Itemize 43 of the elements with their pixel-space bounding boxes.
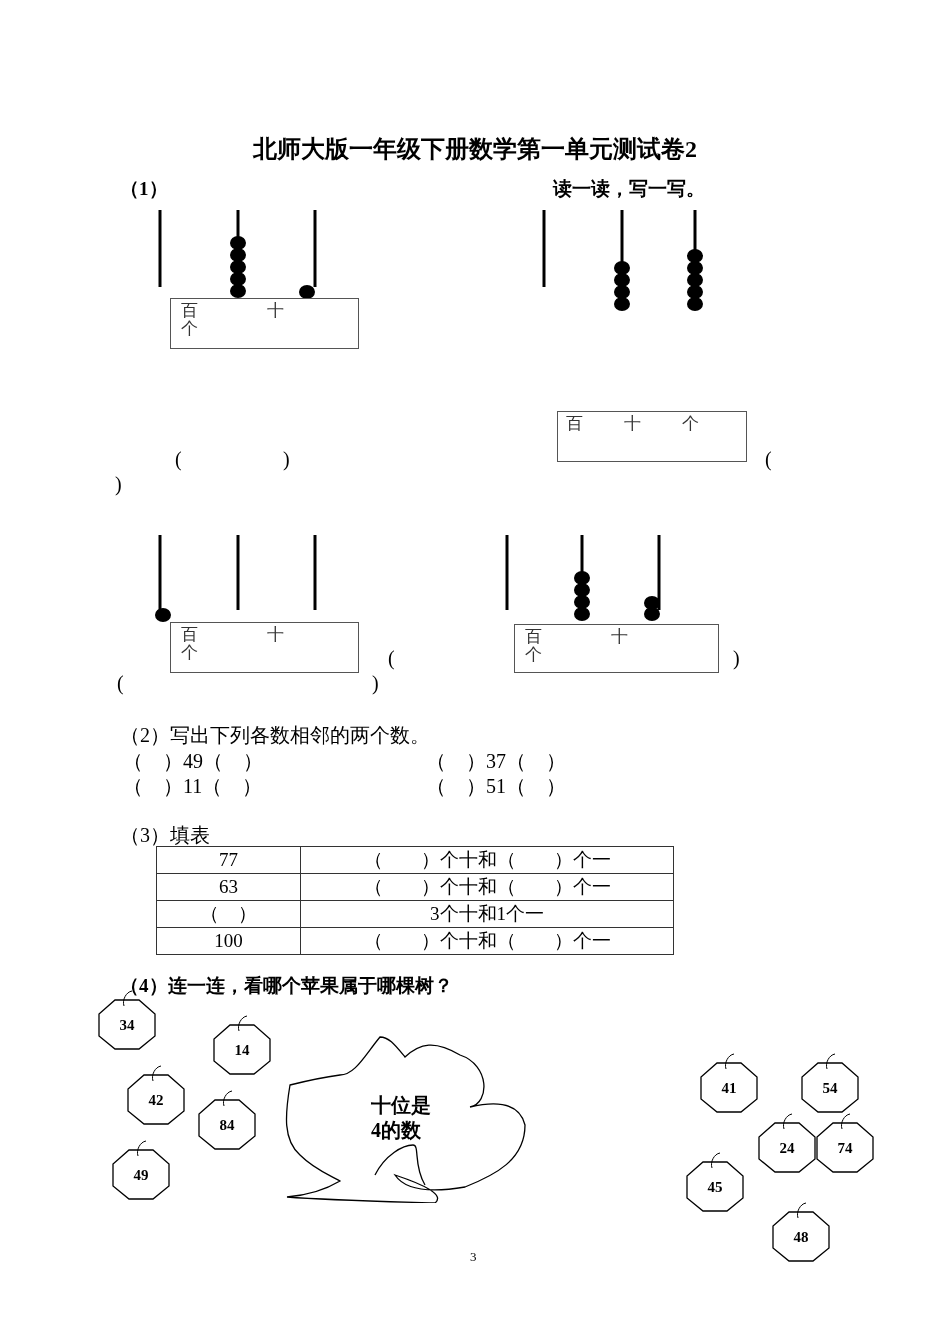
place-value-text: 百 <box>566 413 583 435</box>
place-value-box <box>170 298 359 349</box>
question-text: （2）写出下列各数相邻的两个数。 <box>120 723 430 748</box>
fill-in-line: （ ）51（ ） <box>426 774 566 799</box>
place-value-text: 百 <box>525 626 542 646</box>
table-cell: 77 <box>156 846 301 874</box>
place-value-text: 十 <box>611 626 628 648</box>
fill-in-line: （ ）11（ ） <box>123 774 263 799</box>
place-value-text: 个 <box>181 642 198 664</box>
fill-in-line: （ ）49（ ） <box>123 749 263 774</box>
bracket: ) <box>733 647 740 670</box>
bracket: ( <box>175 448 182 471</box>
place-value-box <box>514 624 719 673</box>
table-cell: 100 <box>156 927 301 955</box>
table-cell: （ ）个十和（ ）个一 <box>300 927 674 955</box>
table-cell: （ ）个十和（ ）个一 <box>300 846 674 874</box>
bracket: ( <box>765 448 772 471</box>
question-text: （3）填表 <box>120 823 210 848</box>
bracket: ) <box>115 473 122 496</box>
place-value-text: 十 <box>267 624 284 646</box>
table-cell: （ ） <box>156 900 301 928</box>
place-value-text: 百 <box>181 300 198 320</box>
place-value-text: 个 <box>525 644 542 666</box>
bracket: ) <box>372 672 379 695</box>
title: 北师大版一年级下册数学第一单元测试卷2 <box>252 135 698 164</box>
table-cell: （ ）个十和（ ）个一 <box>300 873 674 901</box>
page-number: 3 <box>470 1249 477 1265</box>
place-value-text: 个 <box>682 413 699 435</box>
bracket: ( <box>388 647 395 670</box>
place-value-text: 十 <box>624 413 641 435</box>
tree-text: 十位是4的数 <box>371 1093 432 1143</box>
table-cell: 63 <box>156 873 301 901</box>
instruction: 读一读，写一写。 <box>553 177 705 201</box>
place-value-text: 百 <box>181 624 198 644</box>
place-value-box <box>170 622 359 673</box>
bracket: ) <box>283 448 290 471</box>
place-value-text: 个 <box>181 318 198 340</box>
bracket: ( <box>117 672 124 695</box>
fill-in-line: （ ）37（ ） <box>426 749 566 774</box>
place-value-box <box>557 411 747 462</box>
table-cell: 3个十和1个一 <box>300 900 674 928</box>
place-value-text: 十 <box>267 300 284 322</box>
question-number: （1） <box>120 177 168 201</box>
